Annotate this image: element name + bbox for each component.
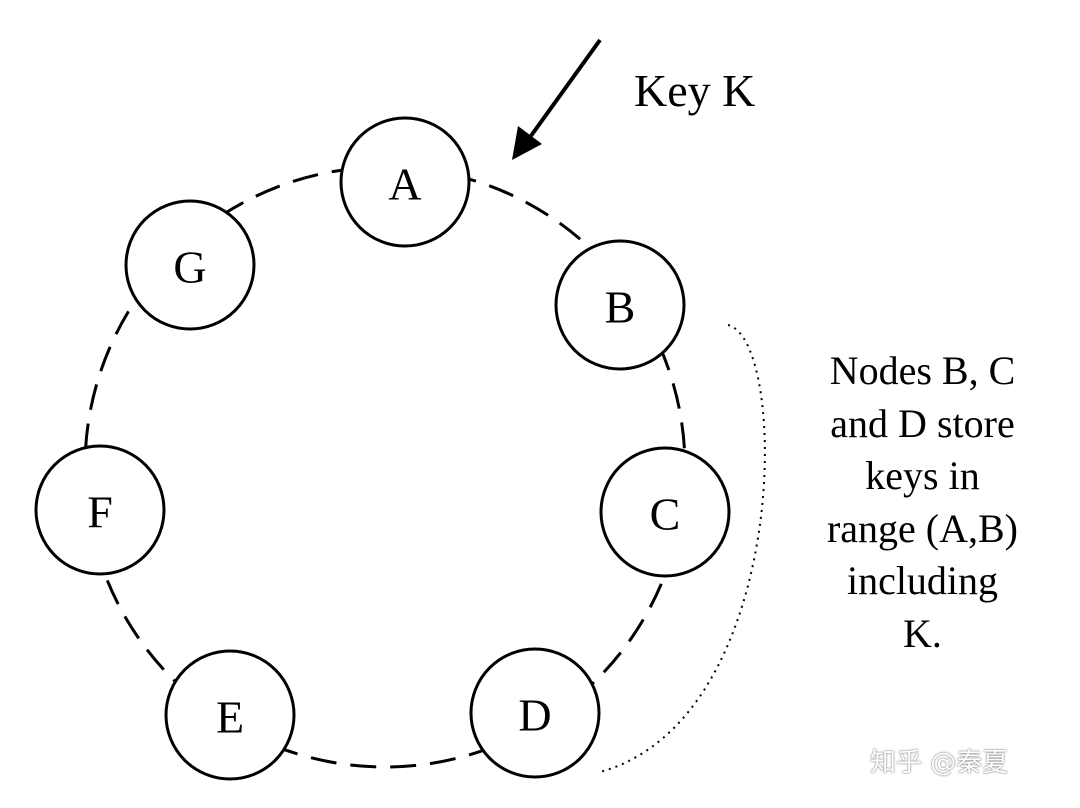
node-label: C [650, 489, 681, 540]
dotted-range-bracket [599, 324, 766, 773]
node-e: E [164, 649, 296, 781]
node-b: B [554, 239, 686, 371]
node-f: F [34, 444, 166, 576]
note-line: K. [903, 610, 942, 656]
node-d: D [469, 647, 601, 779]
node-label: G [173, 242, 206, 293]
note-line: and D store [830, 400, 1015, 446]
node-circle [124, 199, 256, 331]
key-arrow [512, 38, 602, 160]
node-circle [339, 116, 471, 248]
node-a: A [339, 116, 471, 248]
watermark: 知乎 @秦夏 [870, 748, 1009, 778]
node-label: D [518, 690, 551, 741]
node-circle [469, 647, 601, 779]
node-g: G [124, 199, 256, 331]
note-line: Nodes B, C [829, 348, 1016, 393]
node-c: C [599, 446, 731, 578]
note-line: range (A,B) [826, 505, 1019, 551]
node-label: E [216, 692, 244, 743]
key-label: Key K [634, 65, 755, 116]
node-circle [554, 239, 686, 371]
node-circle [599, 446, 731, 578]
node-label: A [388, 159, 421, 210]
node-label: B [605, 282, 636, 333]
node-label: F [87, 487, 113, 538]
node-circle [34, 444, 166, 576]
range-note: Nodes B, C and D store keys in range (A,… [790, 345, 1055, 660]
node-circle [164, 649, 296, 781]
note-line: including [846, 558, 999, 603]
note-line: keys in [865, 453, 980, 498]
